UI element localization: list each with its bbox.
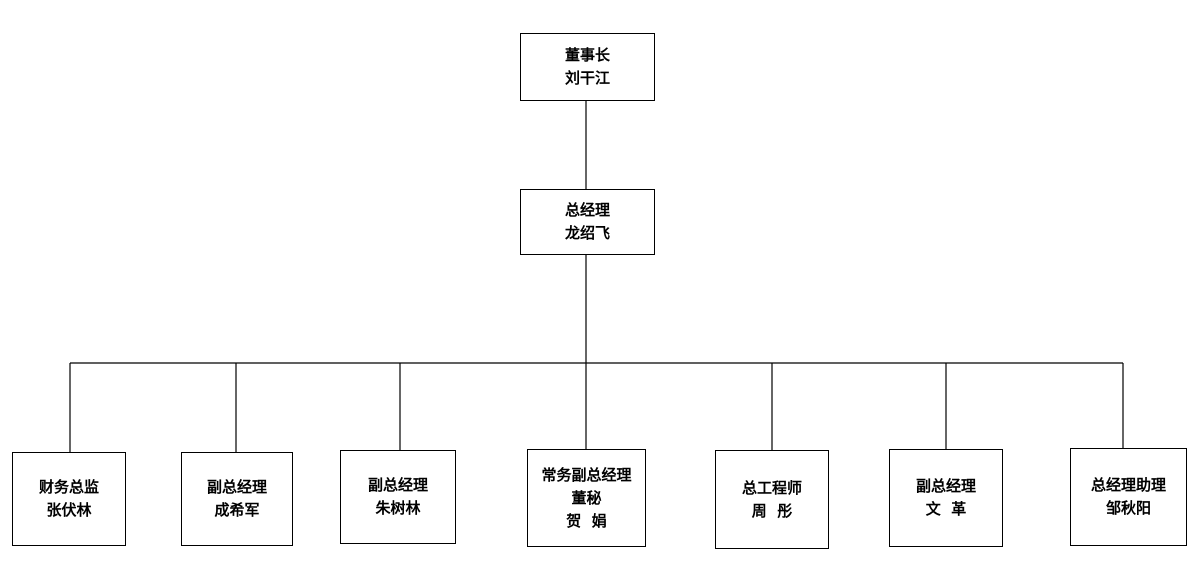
node-title: 常务副总经理 [541, 465, 632, 484]
node-person: 张伏林 [46, 501, 92, 519]
node-title: 董事长 [564, 46, 610, 64]
deputy-gm-3-box: 副总经理 文 革 [889, 449, 1003, 547]
node-title: 副总经理 [206, 478, 267, 496]
node-title: 总经理助理 [1090, 476, 1166, 494]
node-person: 贺 娟 [566, 511, 607, 530]
gm-assistant-box: 总经理助理 邹秋阳 [1070, 448, 1187, 546]
node-person: 刘干江 [564, 69, 610, 87]
node-person: 文 革 [925, 500, 967, 518]
executive-deputy-gm-box: 常务副总经理 董秘 贺 娟 [527, 449, 646, 547]
chief-engineer-box: 总工程师 周 彤 [715, 450, 829, 549]
node-person: 邹秋阳 [1105, 499, 1151, 517]
node-person: 成希军 [214, 501, 260, 519]
node-subtitle: 董秘 [571, 488, 602, 507]
chairman-box: 董事长 刘干江 [520, 33, 655, 101]
node-title: 财务总监 [38, 478, 99, 496]
cfo-box: 财务总监 张伏林 [12, 452, 126, 546]
node-title: 副总经理 [367, 476, 428, 494]
deputy-gm-2-box: 副总经理 朱树林 [340, 450, 456, 544]
node-title: 总工程师 [741, 478, 802, 497]
node-person: 周 彤 [751, 501, 793, 520]
node-person: 龙绍飞 [564, 224, 610, 242]
node-person: 朱树林 [375, 499, 421, 517]
node-title: 总经理 [564, 201, 610, 219]
deputy-gm-1-box: 副总经理 成希军 [181, 452, 293, 546]
general-manager-box: 总经理 龙绍飞 [520, 189, 655, 255]
node-title: 副总经理 [915, 477, 976, 495]
